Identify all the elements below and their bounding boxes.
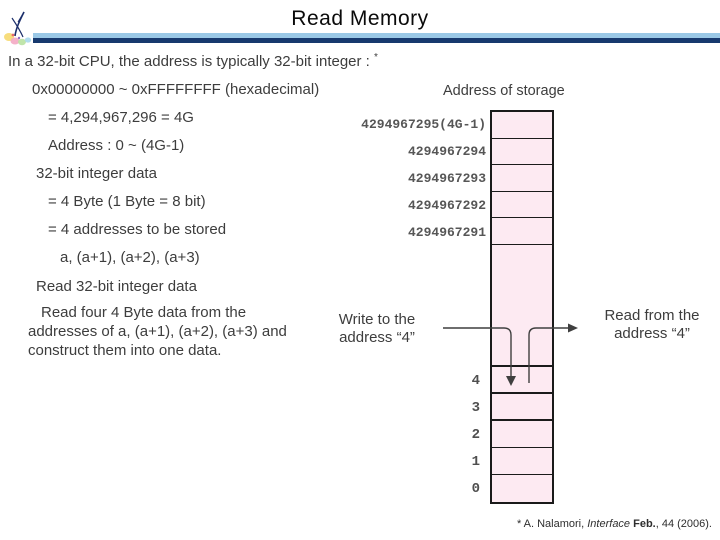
flower-logo-icon (4, 11, 32, 46)
address-label-1: 1 (471, 454, 480, 470)
read-annotation: Read from the address “4” (588, 307, 716, 342)
address-label-top: 4294967295(4G-1) (361, 117, 486, 132)
memory-cell (492, 191, 552, 218)
memory-cell (492, 218, 552, 245)
text-4g-value: = 4,294,967,296 = 4G (48, 109, 194, 126)
write-annotation: Write to the address “4” (312, 311, 442, 346)
address-label-4: 4 (471, 373, 480, 389)
title-divider-light (33, 33, 720, 38)
read-description-paragraph: Read four 4 Byte data from the addresses… (28, 304, 287, 359)
memory-column-heading: Address of storage (443, 83, 565, 99)
citation-prefix: * A. Nalamori, (516, 518, 588, 530)
citation-issue: Feb. (630, 518, 656, 530)
memory-cell-addr4 (492, 366, 552, 394)
address-label: 4294967293 (407, 171, 486, 186)
address-label-3: 3 (471, 400, 480, 416)
page-title: Read Memory (291, 7, 429, 30)
text-address-range: Address : 0 ~ (4G-1) (48, 137, 185, 154)
address-label-0: 0 (471, 481, 480, 497)
citation-rest: , 44 (2006). (655, 518, 712, 530)
memory-cell (492, 393, 552, 421)
text-int-data: 32-bit integer data (36, 165, 157, 182)
citation-footer: * A. Nalamori, Interface Feb., 44 (2006)… (517, 518, 712, 530)
write-annotation-line2: address “4” (339, 328, 415, 346)
memory-cell (492, 138, 552, 165)
text-4byte: = 4 Byte (1 Byte = 8 bit) (48, 193, 206, 210)
text-address-list: a, (a+1), (a+2), (a+3) (60, 249, 200, 266)
address-label: 4294967292 (407, 198, 486, 213)
footnote-marker: * (374, 52, 378, 63)
text-read-int: Read 32-bit integer data (36, 278, 197, 295)
memory-cell (492, 474, 552, 502)
memory-cell (492, 420, 552, 448)
intro-line: In a 32-bit CPU, the address is typicall… (8, 52, 378, 70)
read-annotation-line2: address “4” (614, 324, 690, 342)
intro-text: In a 32-bit CPU, the address is typicall… (8, 53, 375, 70)
memory-cell (492, 447, 552, 475)
memory-table (490, 110, 554, 504)
address-label-2: 2 (471, 427, 480, 443)
write-annotation-line1: Write to the (338, 311, 416, 328)
text-4addresses: = 4 addresses to be stored (48, 221, 227, 238)
read-annotation-line1: Read from the (604, 307, 700, 324)
address-label: 4294967294 (407, 144, 486, 159)
text-hex-range: 0x00000000 ~ 0xFFFFFFFF (hexadecimal) (32, 81, 320, 98)
address-label: 4294967291 (407, 225, 486, 240)
memory-cell (492, 165, 552, 192)
citation-journal: Interface (587, 518, 631, 530)
memory-cell-ellipsis (492, 244, 552, 367)
memory-cell (492, 112, 552, 139)
title-divider-dark (33, 38, 720, 43)
